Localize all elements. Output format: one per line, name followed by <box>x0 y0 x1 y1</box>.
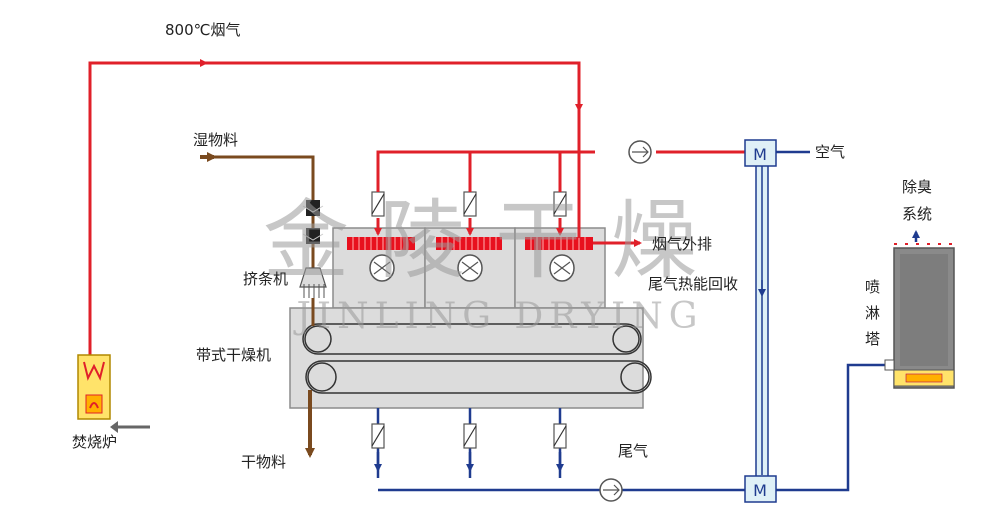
heaters <box>347 237 593 250</box>
hx-top-header <box>744 139 777 167</box>
label-tail-gas: 尾气 <box>618 442 648 460</box>
valve-icon <box>553 191 567 217</box>
label-flue-exhaust: 烟气外排 <box>652 235 712 253</box>
valve-icon <box>463 423 477 449</box>
svg-text:M: M <box>753 481 767 500</box>
roller-icon <box>612 325 640 353</box>
extruder-icon <box>299 267 327 288</box>
labels: 800℃烟气 湿物料 挤条机 带式干燥机 焚烧炉 干物料 空气 除臭 系统 喷 … <box>72 21 932 471</box>
label-dry-material: 干物料 <box>241 453 286 471</box>
heater-1 <box>347 237 415 250</box>
lower-belt <box>305 360 652 394</box>
heat-exchanger: M M <box>744 139 777 503</box>
hx-bottom-header <box>744 475 777 503</box>
to-tower-line <box>776 363 887 492</box>
heater-2 <box>436 237 502 250</box>
svg-text:M: M <box>753 145 767 164</box>
label-incinerator: 焚烧炉 <box>72 433 117 451</box>
dryer-fans <box>369 254 575 282</box>
supply-header-line <box>376 150 595 170</box>
tail-valves <box>371 423 567 449</box>
valve-icon <box>553 423 567 449</box>
valve-icon <box>371 423 385 449</box>
spray-tower <box>884 243 955 389</box>
label-air: 空气 <box>815 143 845 161</box>
roller-icon <box>620 362 650 392</box>
watermark: 金陵干燥 JINLING DRYING <box>263 191 727 337</box>
label-spray-tower-3: 塔 <box>865 330 880 348</box>
label-spray-tower-1: 喷 <box>865 278 880 296</box>
label-belt-dryer: 带式干燥机 <box>196 346 271 364</box>
roller-icon <box>304 325 332 353</box>
hot-gas-lines <box>88 61 745 355</box>
conveyor-belts <box>302 323 652 394</box>
watermark-latin: JINLING DRYING <box>292 296 703 337</box>
feed-valve-icon <box>306 200 320 216</box>
roller-icon <box>307 362 337 392</box>
label-deodorize-1: 除臭 <box>902 178 932 196</box>
supply-valves <box>371 170 567 217</box>
incinerator <box>77 354 150 433</box>
label-heat-recovery: 尾气热能回收 <box>648 275 738 293</box>
feed-valve-icon <box>306 228 320 244</box>
label-flue-gas-800: 800℃烟气 <box>165 21 240 39</box>
fan-icon <box>549 254 575 282</box>
fan-icon <box>457 254 483 282</box>
tail-fan-icon <box>599 478 623 502</box>
valve-icon <box>371 191 385 217</box>
supply-fan-icon <box>628 140 652 164</box>
label-deodorize-2: 系统 <box>902 205 932 223</box>
material-feed <box>200 152 327 326</box>
label-extruder: 挤条机 <box>243 270 288 288</box>
upper-belt <box>302 323 642 355</box>
label-spray-tower-2: 淋 <box>865 304 880 322</box>
label-wet-material: 湿物料 <box>193 131 238 149</box>
fuel-arrowhead-icon <box>110 421 118 433</box>
watermark-chinese: 金陵干燥 <box>263 191 727 291</box>
fan-icon <box>369 254 395 282</box>
heater-3 <box>525 237 593 250</box>
